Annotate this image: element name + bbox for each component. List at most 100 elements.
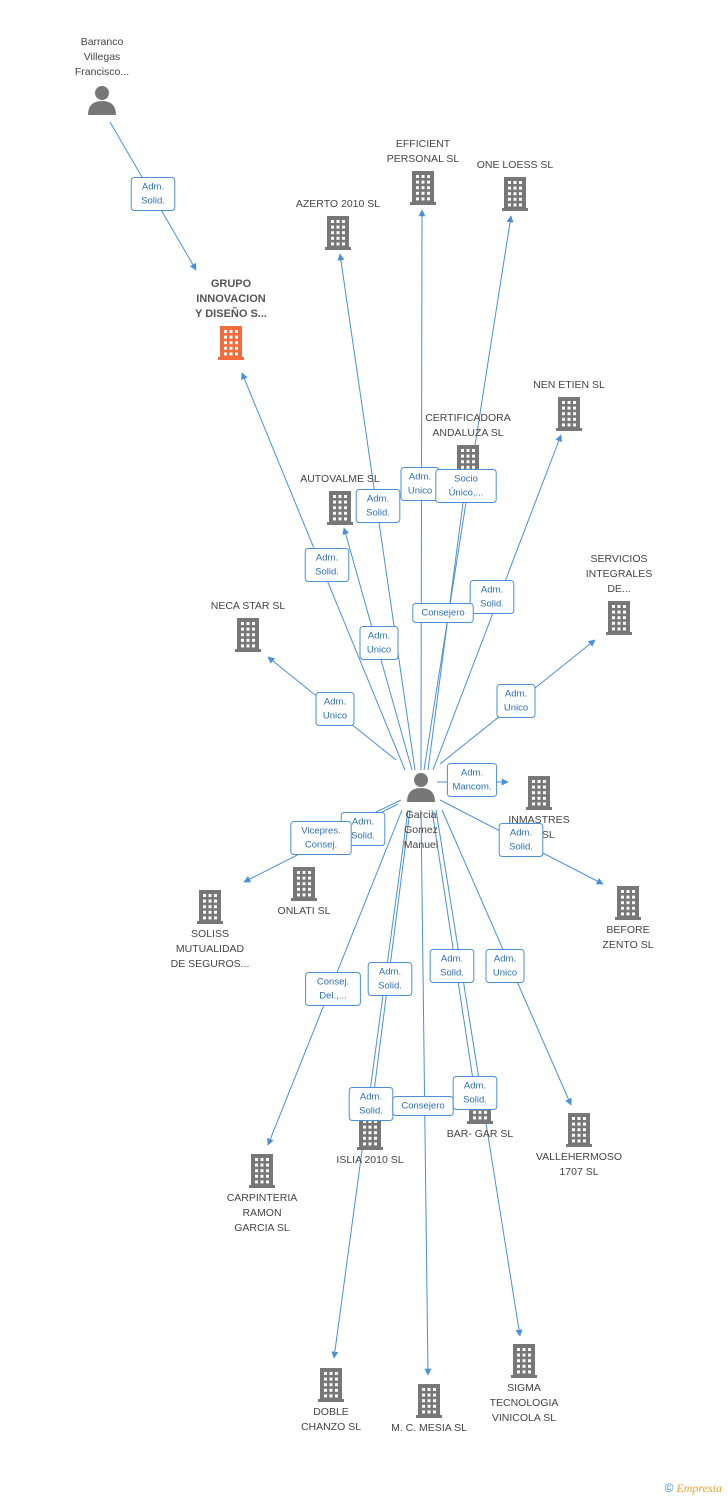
edge-label-text: Adm. [360, 1092, 382, 1103]
edge-label-text: Solid. [359, 1106, 383, 1117]
building-icon [235, 618, 261, 652]
footer-brand[interactable]: ©Empresia [665, 1481, 722, 1496]
building-icon [526, 776, 552, 810]
edge-label-garcia-to-nenetien[interactable]: Adm. Solid. [469, 580, 515, 614]
node-label: AUTOVALME SL [300, 473, 380, 485]
node-label: CARPINTERIA [227, 1192, 298, 1204]
edge-label-barranco-to-grupo[interactable]: Adm.Solid. [130, 177, 176, 211]
edge-label-garcia-to-islia[interactable]: Adm. Solid. [367, 962, 413, 996]
node-necastar[interactable]: NECA STAR SL [211, 600, 286, 652]
edge-label-text: Adm. [464, 1081, 486, 1092]
node-oneloess[interactable]: ONE LOESS SL [477, 159, 554, 211]
brand-name: Empresia [676, 1481, 722, 1495]
node-label: VINICOLA SL [492, 1412, 556, 1424]
node-label: GRUPO [211, 278, 252, 290]
edge-label-garcia-to-grupo[interactable]: Adm.Solid. [304, 548, 350, 582]
node-label: INTEGRALES [586, 568, 653, 580]
nodes-layer: BarrancoVillegasFrancisco...GRUPOINNOVAC… [75, 36, 654, 1434]
edge-label-garcia-to-vallehermoso[interactable]: Adm.Unico [485, 949, 525, 983]
edge-label-text: Consej. [317, 977, 349, 988]
edge-label-text: Unico [367, 645, 391, 656]
building-icon [556, 397, 582, 431]
edge-label-text: Solid. [480, 599, 504, 610]
edge-label-text: Adm. [409, 472, 431, 483]
node-servicios[interactable]: SERVICIOSINTEGRALESDE... [586, 553, 653, 635]
node-label: INNOVACION [196, 293, 266, 305]
edge-label-garcia-to-certificadora[interactable]: Consejero [412, 603, 474, 623]
node-label: ONE LOESS SL [477, 159, 554, 171]
node-label: NECA STAR SL [211, 600, 286, 612]
edge-label-garcia-to-mcmesia[interactable]: Consejero [392, 1096, 454, 1116]
node-islia[interactable]: ISLIA 2010 SL [336, 1116, 404, 1166]
edge-label-text: Mancom. [452, 782, 491, 793]
edge-label-garcia-to-efficient[interactable]: Adm. Unico [400, 467, 440, 501]
building-icon [249, 1154, 275, 1188]
edge-label-garcia-to-doble[interactable]: Adm. Solid. [348, 1087, 394, 1121]
edge-label-text: Adm. [461, 768, 483, 779]
node-label: CERTIFICADORA [425, 412, 511, 424]
edge-label-garcia-to-soliss[interactable]: Vicepres.Consej. [290, 821, 352, 855]
node-label: 1707 SL [559, 1166, 598, 1178]
node-label: MUTUALIDAD [176, 943, 245, 955]
building-icon [325, 216, 351, 250]
node-onlati[interactable]: ONLATI SL [278, 867, 331, 917]
edge-label-garcia-to-azerto[interactable]: Adm.Solid. [355, 489, 401, 523]
node-azerto[interactable]: AZERTO 2010 SL [296, 198, 380, 250]
edge-label-text: Unico [504, 703, 528, 714]
edge-label-text: Unico [323, 711, 347, 722]
edge-label-garcia-to-sigma[interactable]: Adm.Solid. [452, 1076, 498, 1110]
building-icon [327, 491, 353, 525]
edge-label-garcia-to-necastar[interactable]: Adm.Unico [315, 692, 355, 726]
edge-label-text: Del.,... [319, 991, 346, 1002]
edge-label-text: Adm. [481, 585, 503, 596]
node-label: Villegas [84, 51, 121, 63]
edge-garcia-to-sigma [435, 809, 523, 1337]
node-grupo[interactable]: GRUPO INNOVACION Y DISEÑO S... [195, 278, 267, 360]
node-before[interactable]: BEFORE ZENTO SL [602, 886, 654, 951]
node-label: ANDALUZA SL [432, 427, 503, 439]
edge-garcia-to-doble [331, 809, 409, 1359]
edge-label-garcia-to-inmastres[interactable]: Adm. Mancom. [446, 763, 498, 797]
edge-label-garcia-to-carpinteria[interactable]: Consej. Del.,... [305, 972, 361, 1006]
node-label: PERSONAL SL [387, 153, 460, 165]
node-label: AZERTO 2010 SL [296, 198, 380, 210]
node-label: EFFICIENT [396, 138, 451, 150]
edge-label-garcia-to-autovalme[interactable]: Adm.Unico [359, 626, 399, 660]
node-label: CHANZO SL [301, 1421, 361, 1433]
edge-garcia-to-mcmesia [420, 809, 432, 1376]
edge-label-garcia-to-oneloess[interactable]: SocioÚnico,... [435, 469, 497, 503]
building-icon [566, 1113, 592, 1147]
edge-label-text: Solid. [378, 981, 402, 992]
node-label: SIGMA [507, 1382, 541, 1394]
edge-label-text: Adm. [142, 182, 164, 193]
node-label: ZENTO SL [602, 939, 653, 951]
edge-label-garcia-to-servicios[interactable]: Adm.Unico [496, 684, 536, 718]
edge-label-text: Adm. [494, 954, 516, 965]
node-label: BEFORE [606, 924, 649, 936]
edge-label-garcia-to-before[interactable]: Adm.Solid. [498, 823, 544, 857]
edge-label-text: Adm. [379, 967, 401, 978]
node-efficient[interactable]: EFFICIENT PERSONAL SL [387, 138, 460, 205]
person-icon [88, 86, 116, 115]
node-label: DE... [607, 583, 630, 595]
building-icon [511, 1344, 537, 1378]
node-autovalme[interactable]: AUTOVALME SL [300, 473, 380, 525]
node-label: Y DISEÑO S... [195, 307, 267, 320]
edge-label-garcia-to-bargar[interactable]: Adm.Solid. [429, 949, 475, 983]
node-certificadora[interactable]: CERTIFICADORA ANDALUZA SL [425, 412, 511, 479]
node-label: Francisco... [75, 66, 129, 78]
node-nenetien[interactable]: NEN ETIEN SL [533, 379, 605, 431]
edge-label-text: Único,... [449, 488, 484, 499]
node-mcmesia[interactable]: M. C. MESIA SL [391, 1384, 467, 1434]
node-barranco[interactable]: BarrancoVillegasFrancisco... [75, 36, 129, 115]
edge-label-text: Adm. [367, 494, 389, 505]
edge-label-text: Vicepres. [301, 826, 340, 837]
edge-label-text: Unico [408, 486, 432, 497]
node-label: Gomez [404, 824, 438, 836]
